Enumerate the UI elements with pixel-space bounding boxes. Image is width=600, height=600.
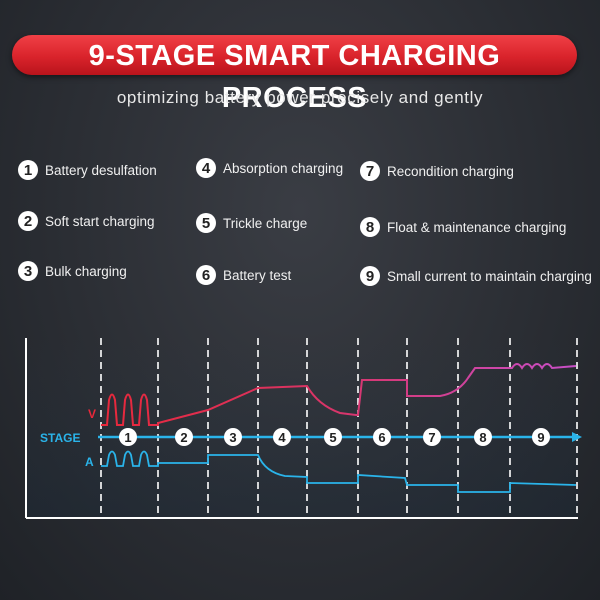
- stage-number-badge: 5: [196, 213, 216, 233]
- stage-marker-circle: [423, 428, 441, 446]
- stage-label: Float & maintenance charging: [387, 219, 567, 235]
- stage-marker-9: 9: [532, 428, 550, 446]
- stage-item-3: 3 Bulk charging: [18, 261, 127, 281]
- stage-marker-2: 2: [175, 428, 193, 446]
- stage-label: Small current to maintain charging: [387, 268, 592, 284]
- stage-item-7: 7 Recondition charging: [360, 161, 514, 181]
- stage-marker-number: 9: [537, 430, 544, 445]
- stage-marker-4: 4: [273, 428, 291, 446]
- stage-marker-number: 5: [329, 430, 336, 445]
- stage-marker-circle: [175, 428, 193, 446]
- stage-label: Absorption charging: [223, 160, 344, 176]
- stage-marker-circle: [224, 428, 242, 446]
- stage-item-9: 9 Small current to maintain charging: [360, 266, 592, 286]
- stage-number-badge: 2: [18, 211, 38, 231]
- stage-marker-circle: [373, 428, 391, 446]
- stage-marker-number: 4: [278, 430, 286, 445]
- diagram-panel: [26, 338, 578, 518]
- stage-axis-label: STAGE: [40, 431, 80, 445]
- stage-marker-number: 7: [428, 430, 435, 445]
- stage-item-4: 4 Absorption charging: [196, 158, 343, 178]
- stage-item-1: 1 Battery desulfation: [18, 160, 157, 180]
- stage-marker-number: 6: [378, 430, 385, 445]
- stage-label: Battery desulfation: [45, 162, 157, 178]
- stage-number-badge: 3: [18, 261, 38, 281]
- stage-marker-circle: [532, 428, 550, 446]
- stage-number-badge: 1: [18, 160, 38, 180]
- stage-number-badge: 9: [360, 266, 380, 286]
- stage-marker-number: 2: [180, 430, 187, 445]
- voltage-label: V: [88, 407, 96, 421]
- stage-number-badge: 8: [360, 217, 380, 237]
- page-title: 9-STAGE SMART CHARGING PROCESS: [88, 40, 501, 114]
- stage-marker-number: 8: [479, 430, 486, 445]
- stage-marker-circle: [474, 428, 492, 446]
- stage-number-badge: 6: [196, 265, 216, 285]
- stage-marker-number: 3: [229, 430, 236, 445]
- stage-number-badge: 7: [360, 161, 380, 181]
- stage-marker-circle: [324, 428, 342, 446]
- stage-item-2: 2 Soft start charging: [18, 211, 155, 231]
- stage-marker-1: 1: [119, 428, 137, 446]
- current-label: A: [85, 455, 94, 469]
- stage-label: Soft start charging: [45, 213, 155, 229]
- stage-marker-number: 1: [124, 430, 131, 445]
- voltage-curve: [101, 363, 577, 426]
- stage-marker-7: 7: [423, 428, 441, 446]
- stage-marker-8: 8: [474, 428, 492, 446]
- stage-label: Recondition charging: [387, 163, 514, 179]
- stage-label: Trickle charge: [223, 215, 308, 231]
- stage-label: Battery test: [223, 267, 292, 283]
- stage-label: Bulk charging: [45, 263, 127, 279]
- stage-number-badge: 4: [196, 158, 216, 178]
- stage-item-6: 6 Battery test: [196, 265, 291, 285]
- stage-marker-5: 5: [324, 428, 342, 446]
- current-curve: [101, 450, 577, 493]
- stage-marker-3: 3: [224, 428, 242, 446]
- stage-marker-circle: [119, 428, 137, 446]
- title-banner: 9-STAGE SMART CHARGING PROCESS: [12, 35, 577, 114]
- page-subtitle: optimizing battery power precisely and g…: [116, 88, 484, 107]
- stage-marker-6: 6: [373, 428, 391, 446]
- stage-marker-circle: [273, 428, 291, 446]
- stage-item-5: 5 Trickle charge: [196, 213, 307, 233]
- stage-item-8: 8 Float & maintenance charging: [360, 217, 566, 237]
